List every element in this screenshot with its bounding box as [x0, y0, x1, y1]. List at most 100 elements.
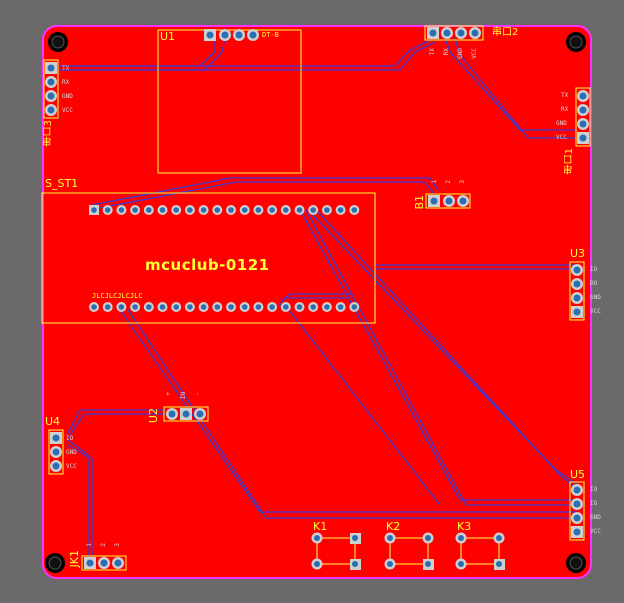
mcu-pin-hole	[132, 207, 138, 213]
mcu-pin-hole	[241, 207, 248, 213]
jk1-pads	[84, 557, 124, 569]
left-header-pin-label: VCC	[62, 107, 73, 114]
left-header-outline	[43, 59, 59, 119]
mcu-pin-hole	[200, 304, 207, 310]
mcu-pin-hole	[324, 304, 330, 310]
mcu-pin-hole	[269, 207, 275, 213]
u5-pin-label: IO	[590, 500, 598, 507]
mcu-footprint	[41, 192, 376, 324]
mcu-pin-hole	[91, 304, 97, 310]
u5-pin-label: GND	[590, 514, 601, 521]
mcu-pin-hole	[310, 304, 317, 310]
board-title: mcuclub-0121	[145, 256, 270, 274]
mounting-hole	[45, 553, 65, 573]
mcu-pin-hole	[269, 304, 275, 310]
mcu-pin-hole	[324, 207, 330, 213]
top-header-pads	[427, 27, 481, 39]
right-header-pin-label: GND	[556, 120, 567, 127]
mcu-pin-hole	[214, 207, 221, 213]
u5-pads	[571, 484, 583, 538]
top-header-pin-label: TX	[429, 48, 436, 56]
k1-label: K1	[313, 520, 328, 533]
u2-pin-label: -	[194, 392, 201, 396]
switch-k2	[384, 532, 434, 570]
jk1-label: JK1	[68, 550, 81, 568]
mcu-pin-hole	[146, 207, 152, 213]
right-header-pin-label: TX	[561, 92, 569, 99]
mcu-pin-hole	[255, 304, 262, 310]
left-header-pads	[45, 62, 57, 116]
u5-label: U5	[570, 468, 586, 481]
u2-pads	[166, 408, 206, 420]
u1-header	[204, 29, 259, 41]
mcu-pin-hole	[173, 207, 179, 213]
jk1-outline	[81, 555, 127, 571]
left-header-pin-label: TX	[62, 65, 70, 72]
u4-pads	[50, 432, 62, 472]
jk1-pin-label: 3	[114, 543, 121, 547]
mounting-hole	[48, 32, 68, 52]
u3-pin-label: DO	[590, 280, 598, 287]
mcu-pin-hole	[200, 207, 207, 213]
mcu-pin-hole	[337, 207, 344, 213]
right-header-pads	[577, 90, 589, 144]
u1-pin1-label: DT-B	[262, 31, 279, 39]
mcu-pin-hole	[159, 304, 166, 310]
mcu-pin-hole	[228, 304, 234, 310]
u4-pin-label: IO	[66, 435, 74, 442]
u2-pin-label: +	[165, 392, 172, 396]
switch-k3	[455, 532, 505, 570]
right-header-pin-label: RX	[561, 106, 569, 113]
mcu-pin-hole	[91, 207, 97, 213]
traces	[60, 37, 579, 564]
u5-outline	[569, 481, 585, 541]
left-header-pin-label: GND	[62, 93, 73, 100]
mcu-pin-row-label: JLCJLCJLCJLC	[92, 292, 143, 300]
k2-label: K2	[386, 520, 401, 533]
mcu-pin-hole	[228, 207, 234, 213]
mcu-pin-hole	[351, 304, 358, 310]
mcu-pin-hole	[187, 304, 193, 310]
serial2-label: 串口2	[492, 27, 519, 38]
top-header-pin-label: GND	[457, 48, 464, 59]
mcu-pin-hole	[132, 304, 138, 310]
mcu-pin-hole	[283, 207, 289, 213]
u1-label: U1	[160, 30, 176, 43]
mcu-pin-hole	[283, 304, 289, 310]
right-header-pin-label: VCC	[556, 134, 567, 141]
mcu-pin-hole	[118, 304, 125, 310]
b1-pin-label: 3	[459, 180, 466, 184]
u5-pin-label: IO	[590, 486, 598, 493]
u3-label: U3	[570, 247, 586, 260]
mcu-pin-hole	[241, 304, 248, 310]
mcu-pin-hole	[214, 304, 221, 310]
mcu-pin-hole	[104, 207, 111, 213]
s-st1-label: S_ST1	[45, 177, 79, 190]
switch-k1	[311, 532, 361, 570]
mcu-pin-hole	[310, 207, 317, 213]
u4-label: U4	[45, 415, 61, 428]
u2-pin-label: IN	[180, 392, 187, 400]
mcu-pin-hole	[159, 207, 166, 213]
u5-pin-label: VCC	[590, 528, 601, 535]
top-header-pin-label: VCC	[471, 48, 478, 59]
board-outline	[42, 25, 592, 579]
u3-pads	[571, 264, 583, 318]
mcu-pin-hole	[255, 207, 262, 213]
b1-pads	[428, 195, 469, 207]
mcu-top-pin-row	[89, 205, 360, 215]
right-header-outline	[575, 87, 591, 147]
jk1-pin-label: 2	[100, 543, 107, 547]
u2-outline	[163, 406, 209, 422]
b1-outline	[425, 193, 471, 209]
mcu-pin-hole	[351, 207, 358, 213]
mounting-hole	[566, 553, 586, 573]
b1-label: B1	[413, 195, 426, 210]
mcu-pin-hole	[296, 207, 303, 213]
u3-pin-label: GND	[590, 294, 601, 301]
mounting-hole	[566, 32, 586, 52]
u3-pin-label: VCC	[590, 308, 601, 315]
u1-footprint	[157, 29, 302, 174]
u3-outline	[569, 261, 585, 321]
